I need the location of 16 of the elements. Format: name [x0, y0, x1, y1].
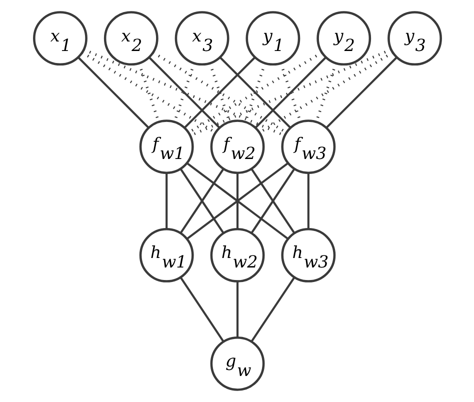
connector: [254, 56, 326, 128]
connector: [218, 56, 290, 128]
connector: [165, 173, 168, 229]
connector: [325, 56, 397, 128]
connector: [236, 173, 238, 229]
connector: [179, 276, 224, 342]
connector: [186, 162, 288, 240]
connector: [152, 51, 286, 134]
connector: [179, 168, 224, 234]
connector: [250, 168, 295, 234]
connector: [250, 276, 295, 342]
connector: [236, 281, 238, 338]
connector: [184, 56, 256, 128]
connector: [306, 173, 309, 229]
connector: [148, 56, 220, 128]
connector: [77, 56, 149, 128]
